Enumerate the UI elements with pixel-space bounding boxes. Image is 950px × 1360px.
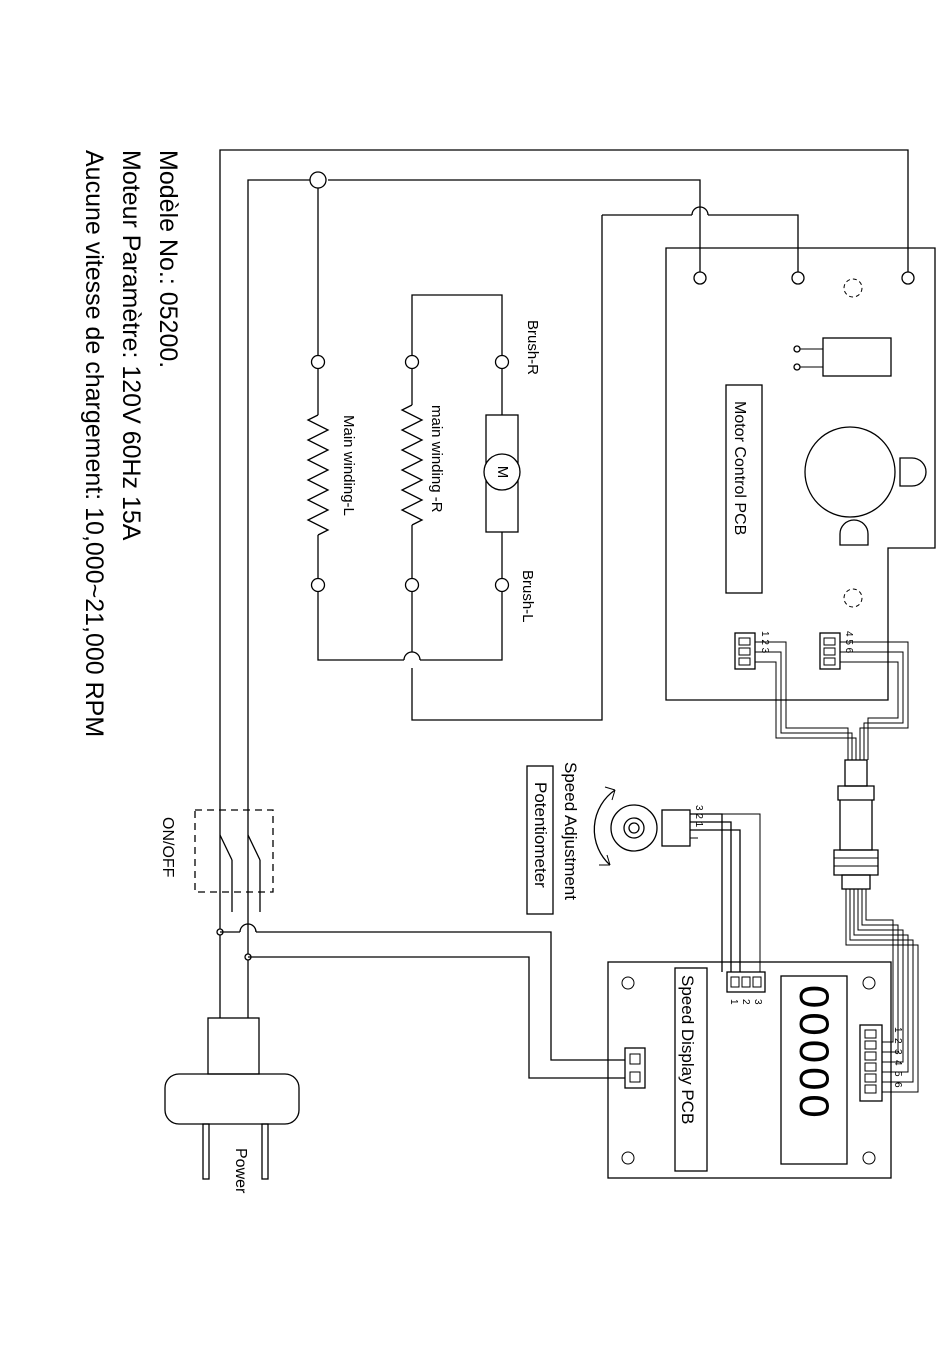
motor-symbol: M	[494, 466, 511, 479]
potentiometer-label: Potentiometer	[531, 782, 550, 888]
bus-terminal	[310, 172, 326, 188]
model-number: Modèle No.: 05200.	[154, 150, 182, 368]
disp-six-pin-4: 4	[892, 1060, 903, 1066]
no-load-speed: Aucune vitesse de chargement: 10,000~21,…	[80, 150, 108, 737]
main-winding-l-coil	[308, 415, 328, 535]
disp-six-pin-2: 2	[892, 1038, 903, 1044]
speed-adjustment-label: Speed Adjustment	[561, 762, 580, 900]
motor: M	[484, 415, 520, 532]
power-wires	[217, 912, 625, 1078]
brush-l-label: Brush-L	[519, 570, 536, 623]
motor-parameters: Moteur Paramètre: 120V 60Hz 15A	[117, 150, 145, 541]
on-off-switch[interactable]	[195, 810, 273, 912]
speed-potentiometer[interactable]: 3 2 1	[594, 787, 760, 972]
disp-pot-pin-3: 3	[752, 999, 763, 1005]
disp-six-pin-1: 1	[892, 1027, 903, 1033]
disp-pot-pin-1: 1	[728, 999, 739, 1005]
main-winding-l-label: Main winding-L	[340, 415, 357, 516]
terminals	[310, 172, 914, 592]
motor-control-pcb-label: Motor Control PCB	[731, 401, 748, 535]
power-label: Power	[232, 1148, 249, 1194]
main-winding-r-label: main winding -R	[428, 405, 445, 513]
speed-display-pcb-label: Speed Display PCB	[678, 975, 697, 1124]
pot-pins: 3 2 1	[693, 805, 704, 828]
disp-six-pin-5: 5	[892, 1071, 903, 1077]
disp-pot-pin-2: 2	[740, 999, 751, 1005]
main-winding-r-coil	[402, 405, 422, 525]
disp-six-pin-3: 3	[892, 1049, 903, 1055]
motor-control-pcb: Motor Control PCB 1 2 3 4 5 6	[666, 248, 935, 700]
speed-display-digits: 00000	[791, 985, 838, 1122]
specs-block: Modèle No.: 05200. Moteur Paramètre: 120…	[80, 150, 182, 737]
power-plug	[165, 1018, 299, 1179]
speed-display-pcb: Speed Display PCB 00000 1 2 3 1 2 3 4 5 …	[608, 962, 903, 1178]
on-off-label: ON/OFF	[159, 817, 176, 878]
brush-r-label: Brush-R	[524, 320, 541, 375]
disp-six-pin-6: 6	[892, 1082, 903, 1088]
